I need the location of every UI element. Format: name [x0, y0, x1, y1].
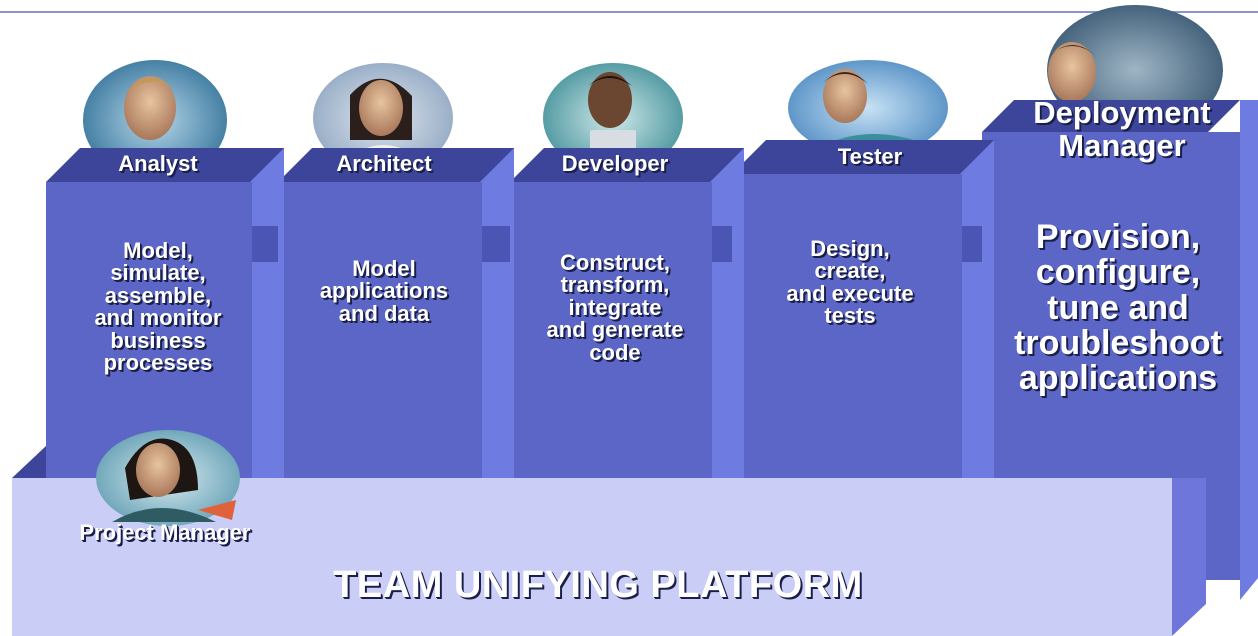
top-rule — [0, 11, 1258, 13]
project-manager-portrait-icon — [96, 430, 240, 526]
role-description-architect: Model applications and data — [319, 256, 449, 326]
role-title-architect: Architect — [336, 151, 432, 176]
analyst-pillar — [46, 148, 284, 510]
role-description-developer: Construct, transform, integrate and gene… — [546, 250, 684, 365]
role-title-deployment-manager: Deployment Manager — [1033, 95, 1211, 164]
tester-pillar — [732, 140, 994, 506]
architect-pillar — [278, 148, 514, 510]
role-description-deployment-manager: Provision, configure, tune and troublesh… — [1014, 218, 1222, 398]
role-description-tester: Design, create, and execute tests — [786, 236, 914, 329]
project-manager-label: Project Manager — [79, 520, 251, 545]
role-title-tester: Tester — [837, 144, 903, 169]
role-description-analyst: Model, simulate, assemble, and monitor b… — [94, 238, 222, 376]
role-title-developer: Developer — [561, 151, 669, 176]
role-title-analyst: Analyst — [118, 151, 198, 176]
platform-label: TEAM UNIFYING PLATFORM — [333, 564, 863, 606]
developer-pillar — [510, 148, 744, 510]
